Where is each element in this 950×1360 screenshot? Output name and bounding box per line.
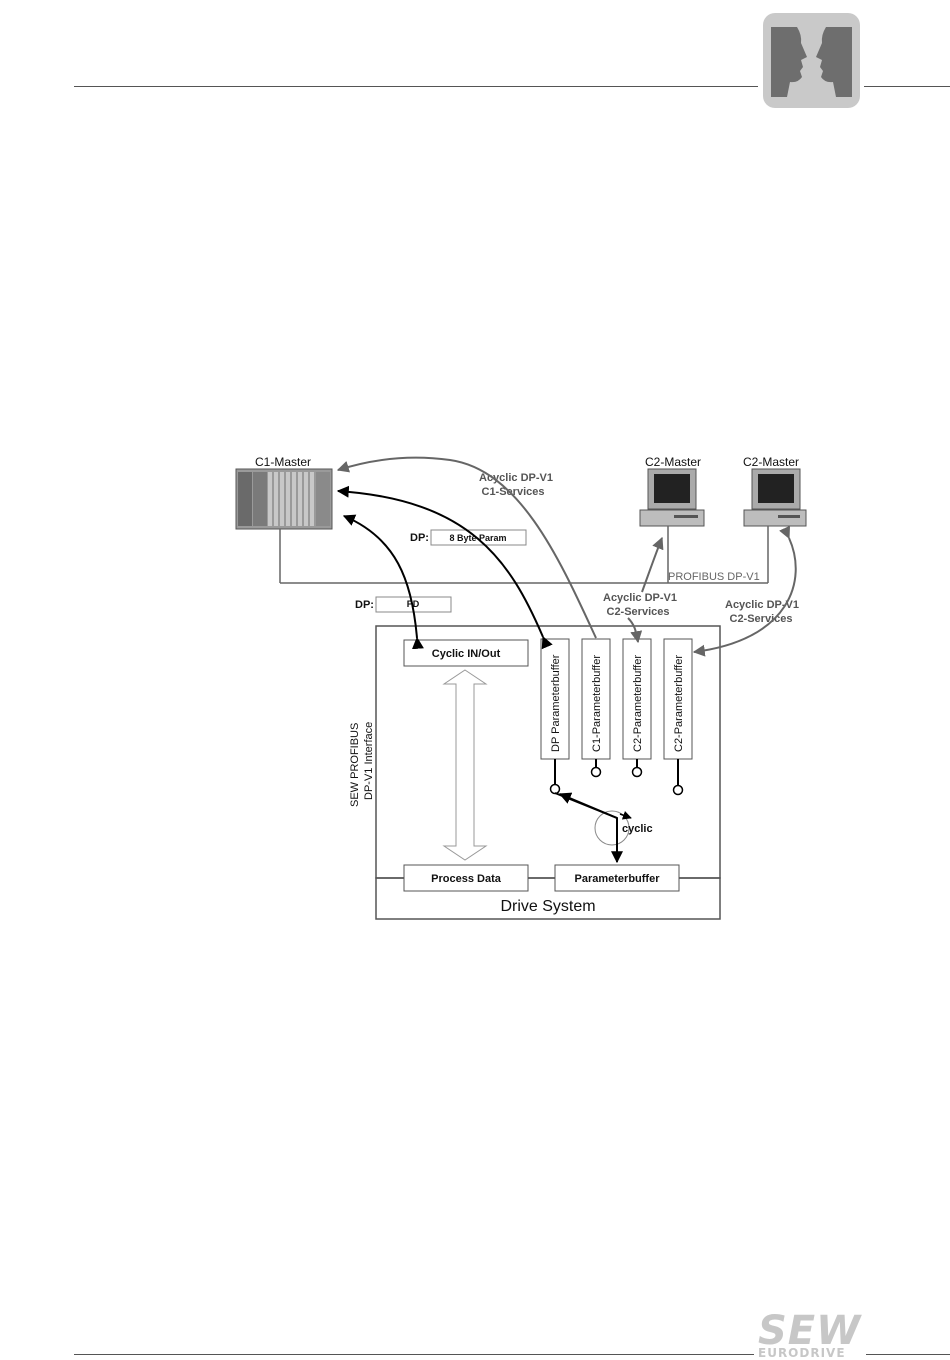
header-rule-left bbox=[74, 86, 758, 87]
logo-eurodrive-text: EURODRIVE bbox=[758, 1346, 846, 1360]
arrow-acyclic-c2a-down bbox=[627, 617, 643, 644]
profibus-bus-label: PROFIBUS DP-V1 bbox=[668, 571, 760, 583]
acyclic-c1-label-1: Acyclic DP-V1 bbox=[479, 472, 553, 484]
sew-eurodrive-logo: SEW EURODRIVE bbox=[758, 1308, 868, 1360]
footer-rule-left bbox=[74, 1354, 754, 1355]
c2-parameterbuffer-label-1: C2-Parameterbuffer bbox=[632, 655, 644, 752]
c2-master-label-2: C2-Master bbox=[743, 455, 799, 469]
c1-master-label: C1-Master bbox=[255, 455, 311, 469]
arrow-pd bbox=[342, 514, 424, 650]
arrow-acyclic-c1 bbox=[336, 456, 597, 639]
plc-rack-icon bbox=[235, 468, 333, 530]
double-arrow-icon bbox=[442, 669, 488, 861]
process-data-label: Process Data bbox=[431, 873, 502, 885]
c2-master-label-1: C2-Master bbox=[645, 455, 701, 469]
desktop-computer-icon bbox=[639, 468, 705, 527]
dp-label-2: DP: bbox=[355, 599, 374, 611]
two-faces-icon bbox=[763, 13, 860, 108]
parameterbuffer-label: Parameterbuffer bbox=[575, 873, 661, 885]
dp-parameterbuffer-label: DP Parameterbuffer bbox=[550, 654, 562, 752]
interface-label-2: DP-V1 Interface bbox=[363, 722, 375, 800]
drive-system-box bbox=[375, 877, 721, 920]
c2-parameterbuffer-label-2: C2-Parameterbuffer bbox=[673, 655, 685, 752]
footer-rule-right bbox=[866, 1354, 950, 1355]
desktop-computer-icon bbox=[743, 468, 807, 527]
acyclic-c2b-label-2: C2-Services bbox=[730, 613, 793, 625]
arrow-acyclic-c2a-up bbox=[641, 536, 664, 593]
acyclic-c2a-label-2: C2-Services bbox=[607, 606, 670, 618]
c1-parameterbuffer-label: C1-Parameterbuffer bbox=[591, 655, 603, 752]
logo-sew-text: SEW bbox=[758, 1308, 862, 1354]
drive-system-label: Drive System bbox=[500, 898, 595, 915]
arrow-8-byte-param bbox=[336, 485, 553, 650]
arrow-acyclic-c2b bbox=[692, 525, 797, 657]
cyclic-label: cyclic bbox=[622, 823, 653, 835]
dp-label-1: DP: bbox=[410, 532, 429, 544]
header-rule-right bbox=[864, 86, 950, 87]
cyclic-in-out-label: Cyclic IN/Out bbox=[432, 648, 501, 660]
interface-label-1: SEW PROFIBUS bbox=[349, 723, 361, 807]
acyclic-c2a-label-1: Acyclic DP-V1 bbox=[603, 592, 677, 604]
